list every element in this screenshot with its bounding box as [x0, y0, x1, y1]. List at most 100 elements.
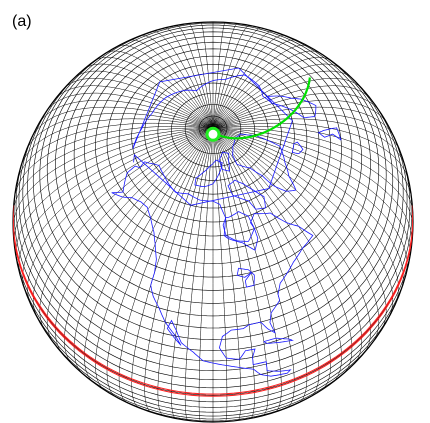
meridian-line	[164, 27, 214, 129]
meridian-line	[176, 25, 214, 129]
coastlines	[111, 67, 342, 377]
meridian-line	[84, 127, 214, 383]
meridian-line	[212, 57, 332, 129]
meridian-line	[212, 35, 287, 129]
coastline	[291, 141, 304, 155]
meridian-line	[18, 127, 214, 276]
parallel-line	[30, 64, 399, 351]
meridian-line	[131, 127, 214, 409]
meridian-line	[212, 118, 406, 167]
meridian-line	[45, 92, 214, 129]
pole-marker-group	[205, 126, 221, 142]
meridian-line	[16, 122, 214, 182]
red-curve	[15, 205, 413, 395]
meridian-line	[54, 85, 214, 129]
meridian-line	[212, 127, 413, 246]
meridian-line	[128, 39, 214, 129]
meridian-line	[64, 127, 214, 365]
meridian-line	[31, 106, 214, 138]
pole-marker	[205, 126, 221, 142]
meridian-line	[212, 100, 388, 129]
meridian-line	[212, 127, 413, 213]
meridian-line	[212, 127, 387, 331]
coastline	[263, 337, 294, 344]
meridian-line	[73, 70, 214, 129]
meridian-line	[171, 128, 214, 419]
meridian-line	[212, 127, 371, 355]
meridian-line	[212, 127, 362, 365]
meridian-line	[94, 57, 214, 129]
meridian-line	[212, 27, 262, 129]
red-curve	[13, 205, 17, 249]
meridian-line	[212, 127, 394, 319]
meridian-line	[105, 50, 214, 129]
meridian-line	[212, 25, 250, 129]
meridian-line	[212, 50, 321, 129]
red-curve	[15, 213, 413, 397]
special-curves	[13, 77, 413, 397]
meridian-line	[212, 44, 310, 129]
panel-label: (a)	[12, 13, 32, 30]
meridian-line	[39, 127, 214, 331]
meridian-line	[212, 122, 410, 182]
green-curve	[214, 77, 311, 140]
meridian-line	[212, 127, 342, 383]
coastline	[218, 151, 230, 172]
meridian-line	[212, 22, 226, 129]
coastline	[266, 95, 317, 119]
meridian-line	[13, 127, 214, 246]
coastline	[111, 161, 314, 377]
parallel-line	[16, 181, 413, 389]
meridian-line	[63, 78, 214, 129]
meridian-line	[212, 23, 238, 129]
meridian-line	[212, 128, 255, 419]
meridian-line	[198, 128, 214, 422]
parallel-line	[25, 94, 404, 362]
meridian-line	[212, 31, 274, 129]
meridian-line	[212, 127, 331, 391]
meridian-line	[212, 78, 363, 129]
meridian-line	[95, 127, 214, 391]
meridian-line	[13, 127, 214, 213]
coastline	[245, 271, 255, 288]
parallel-line	[21, 124, 408, 371]
meridian-line	[25, 113, 214, 153]
meridian-line	[106, 127, 214, 398]
meridian-line	[212, 127, 295, 409]
meridian-line	[212, 128, 228, 422]
coastline	[317, 127, 342, 141]
coastline	[227, 179, 266, 210]
meridian-line	[20, 118, 214, 167]
parallel-line	[18, 124, 39, 230]
meridian-line	[212, 127, 408, 276]
meridian-line	[212, 128, 269, 417]
coastline	[222, 211, 255, 242]
meridian-line	[27, 127, 214, 305]
meridian-line	[32, 127, 214, 319]
meridian-line	[13, 127, 214, 230]
meridian-line	[212, 127, 404, 291]
meridian-line	[188, 23, 214, 129]
meridian-line	[139, 35, 214, 129]
meridian-line	[55, 127, 214, 355]
parallel-line	[35, 35, 394, 340]
meridian-line	[212, 39, 298, 129]
meridian-line	[14, 126, 214, 198]
coastline	[236, 267, 252, 278]
meridian-line	[73, 127, 214, 374]
meridian-line	[38, 100, 214, 129]
meridian-line	[184, 128, 214, 421]
meridian-line	[212, 70, 353, 129]
meridian-line	[212, 127, 399, 305]
coastline	[231, 133, 297, 192]
meridian-line	[22, 127, 214, 291]
meridian-line	[200, 22, 214, 129]
meridian-line	[118, 127, 214, 404]
meridian-line	[212, 85, 372, 129]
parallel-line	[32, 35, 141, 209]
meridian-line	[212, 106, 395, 138]
meridian-line	[152, 31, 214, 129]
coastline	[132, 67, 293, 206]
meridian-line	[212, 127, 320, 398]
meridian-line	[212, 113, 401, 153]
